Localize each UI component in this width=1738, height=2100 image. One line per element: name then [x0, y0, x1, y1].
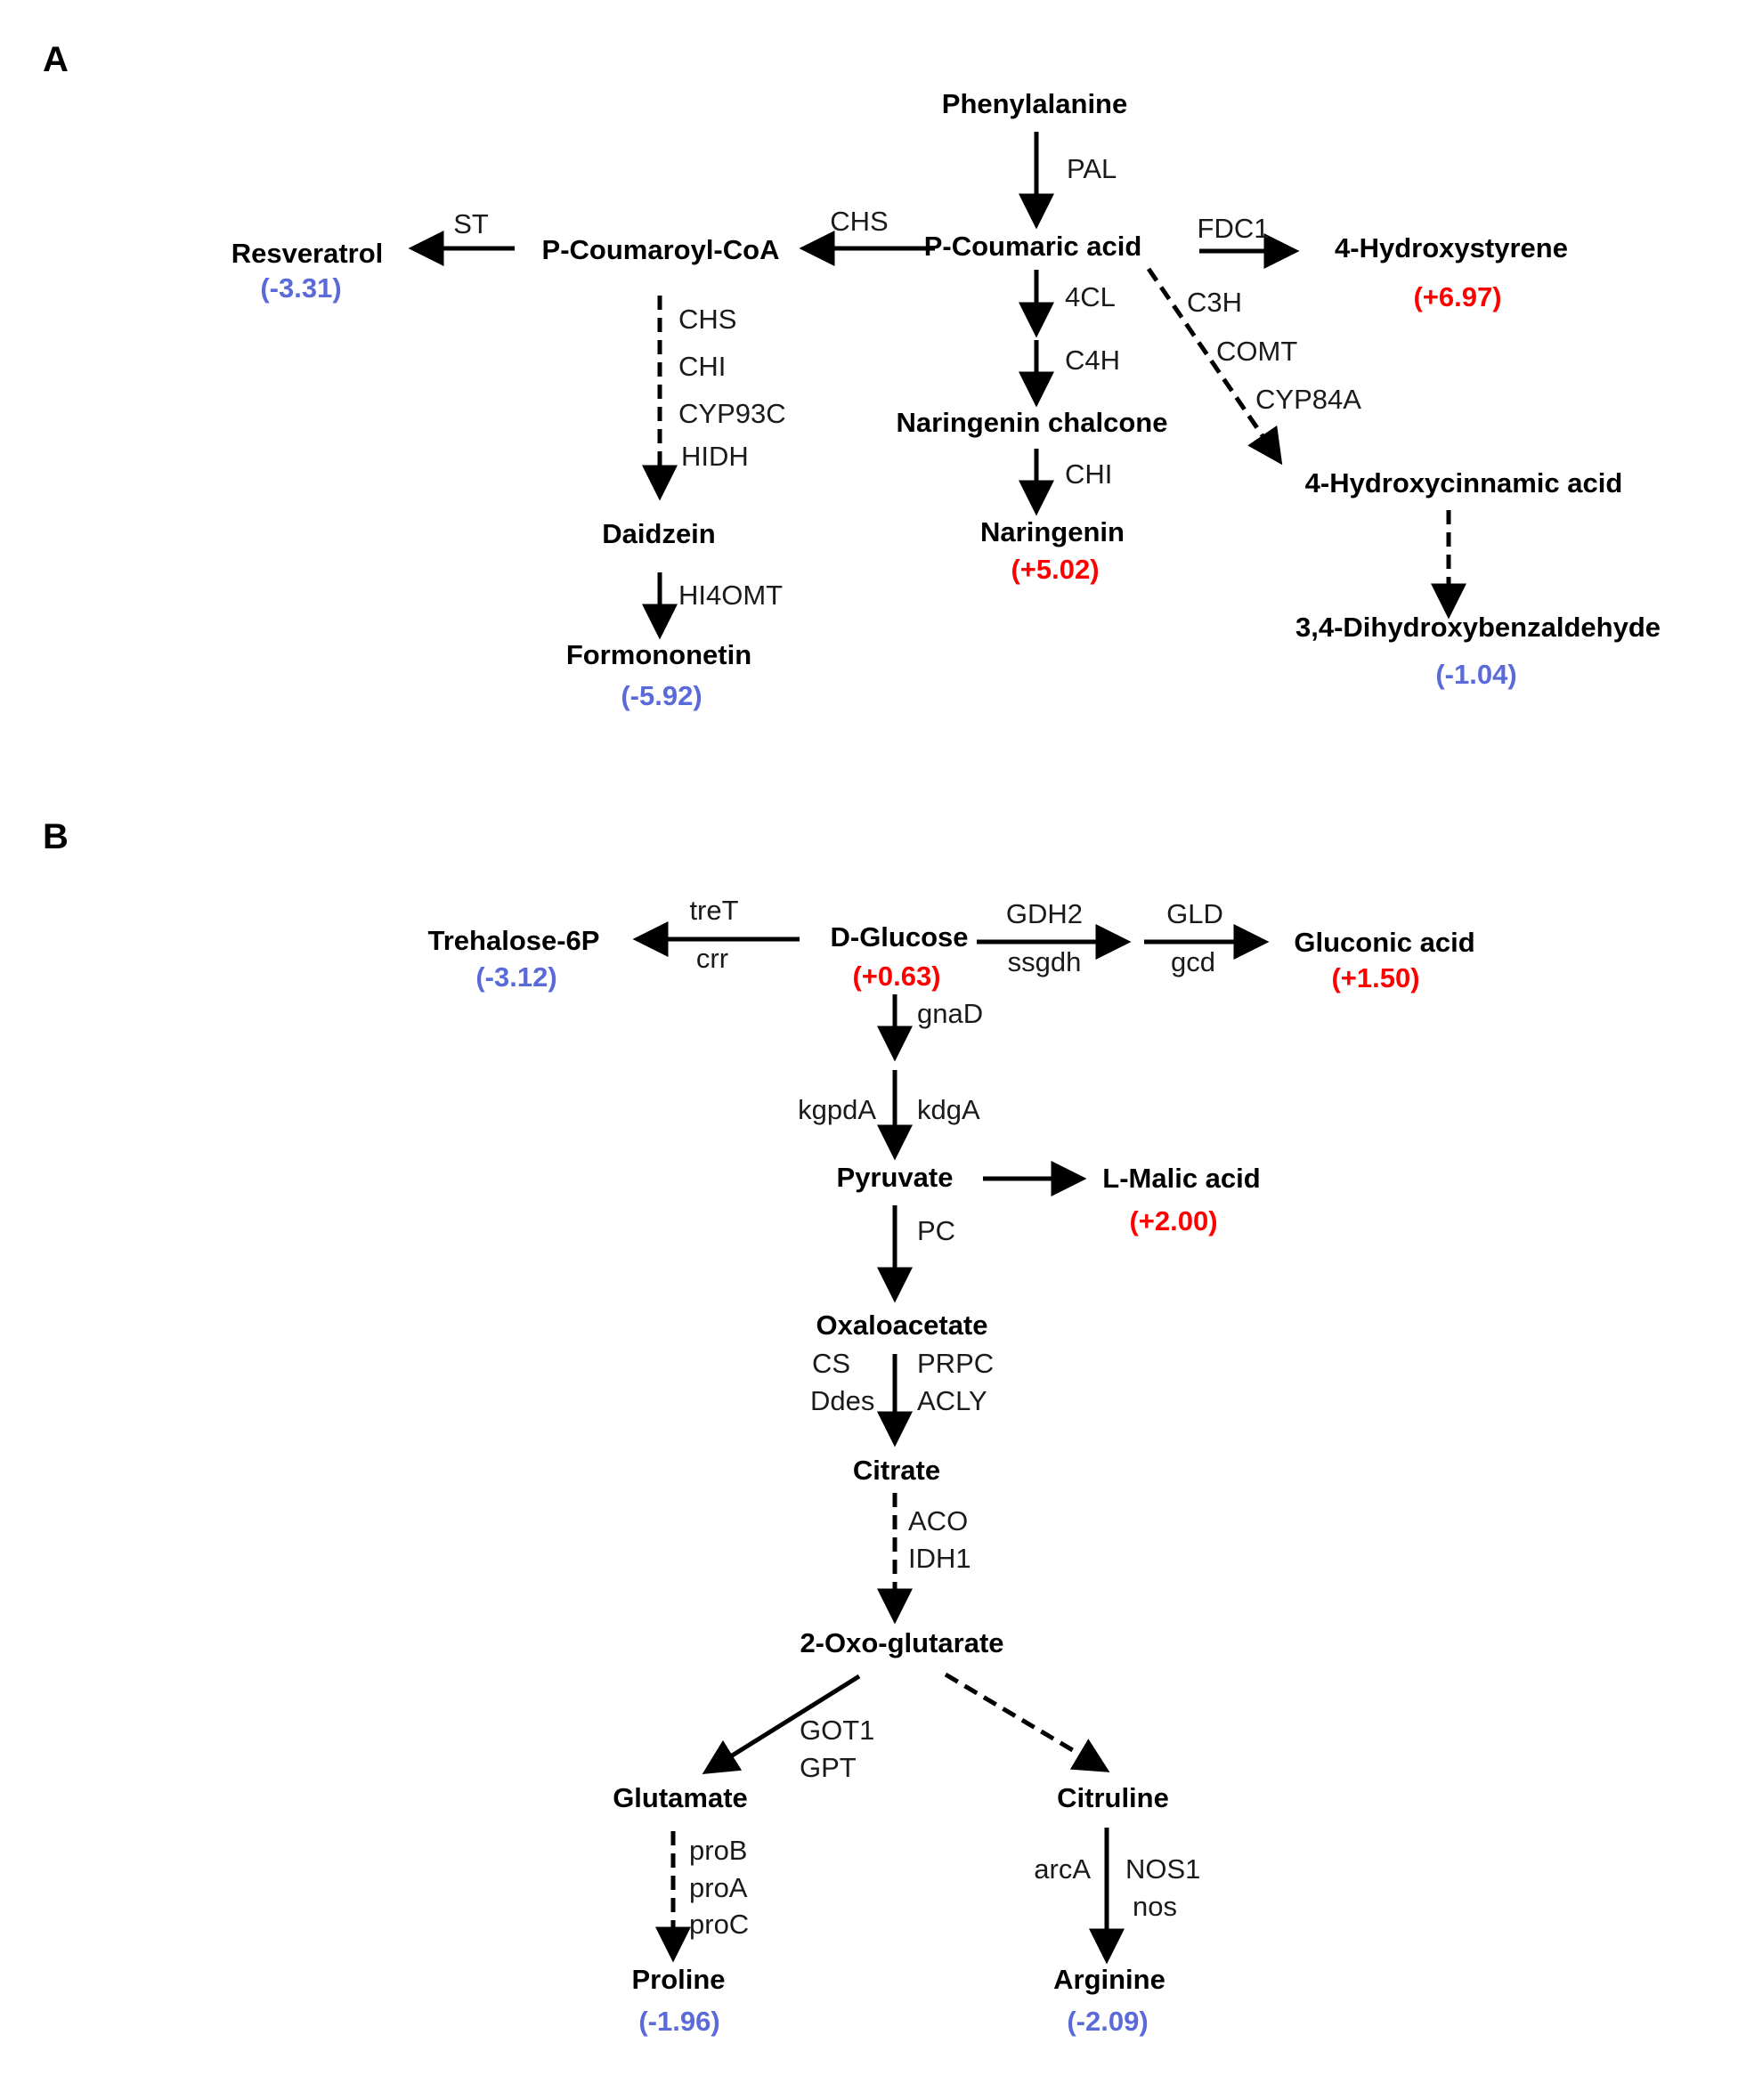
- enzyme-kdga: kdgA: [917, 1094, 980, 1125]
- enzyme-cyp93c: CYP93C: [678, 398, 786, 429]
- change-formononetin: (-5.92): [621, 680, 702, 711]
- enzyme-chi-isoflavone: CHI: [678, 351, 726, 382]
- metabolite-4-hydroxycinnamic-acid: 4-Hydroxycinnamic acid: [1305, 467, 1623, 499]
- metabolite-arginine: Arginine: [1053, 1964, 1165, 1995]
- enzyme-hidh: HIDH: [681, 441, 749, 472]
- metabolite-daidzein: Daidzein: [602, 518, 715, 549]
- metabolite-d-glucose: D-Glucose: [830, 921, 968, 953]
- panel-a-label: A: [43, 40, 69, 79]
- enzyme-cyp84a: CYP84A: [1255, 384, 1361, 415]
- metabolite-l-malic-acid: L-Malic acid: [1102, 1163, 1260, 1194]
- metabolite-formononetin: Formononetin: [566, 639, 751, 670]
- metabolite-oxaloacetate: Oxaloacetate: [816, 1309, 988, 1341]
- enzyme-4cl: 4CL: [1065, 281, 1116, 312]
- metabolite-p-coumaric-acid: P-Coumaric acid: [924, 231, 1142, 262]
- enzyme-comt: COMT: [1216, 336, 1297, 367]
- enzyme-chs-isoflavone: CHS: [678, 304, 736, 335]
- enzyme-c3h: C3H: [1187, 287, 1242, 318]
- metabolite-pyruvate: Pyruvate: [837, 1162, 954, 1193]
- enzyme-kgpda: kgpdA: [798, 1094, 876, 1125]
- metabolite-2-oxo-glutarate: 2-Oxo-glutarate: [800, 1627, 1003, 1658]
- enzyme-prob: proB: [689, 1835, 747, 1866]
- enzyme-c4h: C4H: [1065, 345, 1120, 376]
- panel-b-label: B: [43, 817, 69, 856]
- enzyme-got1: GOT1: [800, 1715, 874, 1746]
- enzyme-gnad: gnaD: [917, 998, 983, 1029]
- enzyme-ssgdh: ssgdh: [1008, 946, 1082, 977]
- enzyme-st: ST: [453, 208, 489, 239]
- change-proline: (-1.96): [638, 2006, 719, 2037]
- arrow-p-coumaric-acid-to-4-hydroxycinnamic-acid: [1146, 267, 1283, 466]
- enzyme-hi4omt: HI4OMT: [678, 580, 783, 611]
- enzyme-fdc1: FDC1: [1198, 213, 1270, 244]
- enzyme-gcd: gcd: [1171, 946, 1215, 977]
- enzyme-chs: CHS: [830, 206, 888, 237]
- enzyme-ddes: Ddes: [810, 1385, 874, 1416]
- metabolite-3-4-dihydroxybenzaldehyde: 3,4-Dihydroxybenzaldehyde: [1295, 612, 1661, 643]
- enzyme-nos1: NOS1: [1125, 1853, 1200, 1885]
- enzyme-idh1: IDH1: [908, 1543, 971, 1574]
- arrow-2-oxo-glutarate-to-citruline: [944, 1672, 1110, 1772]
- enzyme-pc: PC: [917, 1215, 955, 1246]
- change-trehalose-6p: (-3.12): [475, 961, 556, 993]
- metabolite-phenylalanine: Phenylalanine: [942, 88, 1127, 119]
- enzyme-crr: crr: [696, 943, 728, 974]
- change-3-4-dihydroxybenzaldehyde: (-1.04): [1435, 659, 1516, 690]
- metabolite-4-hydroxystyrene: 4-Hydroxystyrene: [1335, 232, 1568, 264]
- metabolite-resveratrol: Resveratrol: [231, 238, 384, 269]
- enzyme-arca: arcA: [1034, 1853, 1091, 1885]
- metabolite-naringenin-chalcone: Naringenin chalcone: [897, 407, 1168, 438]
- metabolite-citrate: Citrate: [853, 1455, 940, 1486]
- enzyme-proc: proC: [689, 1909, 749, 1940]
- change-naringenin: (+5.02): [1011, 554, 1099, 585]
- enzyme-chi: CHI: [1065, 458, 1112, 490]
- enzyme-acly: ACLY: [917, 1385, 987, 1416]
- enzyme-gpt: GPT: [800, 1752, 857, 1783]
- change-d-glucose: (+0.63): [852, 961, 940, 992]
- arrow-2-oxo-glutarate-to-glutamate: [702, 1674, 861, 1774]
- enzyme-gld: GLD: [1166, 898, 1223, 929]
- enzyme-pal: PAL: [1067, 153, 1117, 184]
- enzyme-proa: proA: [689, 1872, 748, 1903]
- metabolite-p-coumaroyl-coa: P-Coumaroyl-CoA: [542, 234, 780, 265]
- enzyme-aco: ACO: [908, 1505, 968, 1536]
- change-l-malic-acid: (+2.00): [1129, 1205, 1217, 1236]
- metabolite-glutamate: Glutamate: [613, 1782, 748, 1813]
- change-arginine: (-2.09): [1067, 2006, 1148, 2037]
- metabolite-gluconic-acid: Gluconic acid: [1294, 927, 1474, 958]
- change-resveratrol: (-3.31): [260, 272, 341, 304]
- enzyme-nos: nos: [1133, 1891, 1177, 1922]
- metabolite-trehalose-6p: Trehalose-6P: [428, 925, 600, 956]
- enzyme-tret: treT: [689, 895, 738, 926]
- metabolite-naringenin: Naringenin: [980, 516, 1125, 547]
- metabolite-citruline: Citruline: [1057, 1782, 1169, 1813]
- enzyme-gdh2: GDH2: [1006, 898, 1083, 929]
- enzyme-cs: CS: [812, 1348, 850, 1379]
- change-4-hydroxystyrene: (+6.97): [1413, 281, 1501, 312]
- metabolite-proline: Proline: [631, 1964, 725, 1995]
- enzyme-prpc: PRPC: [917, 1348, 994, 1379]
- change-gluconic-acid: (+1.50): [1331, 962, 1419, 993]
